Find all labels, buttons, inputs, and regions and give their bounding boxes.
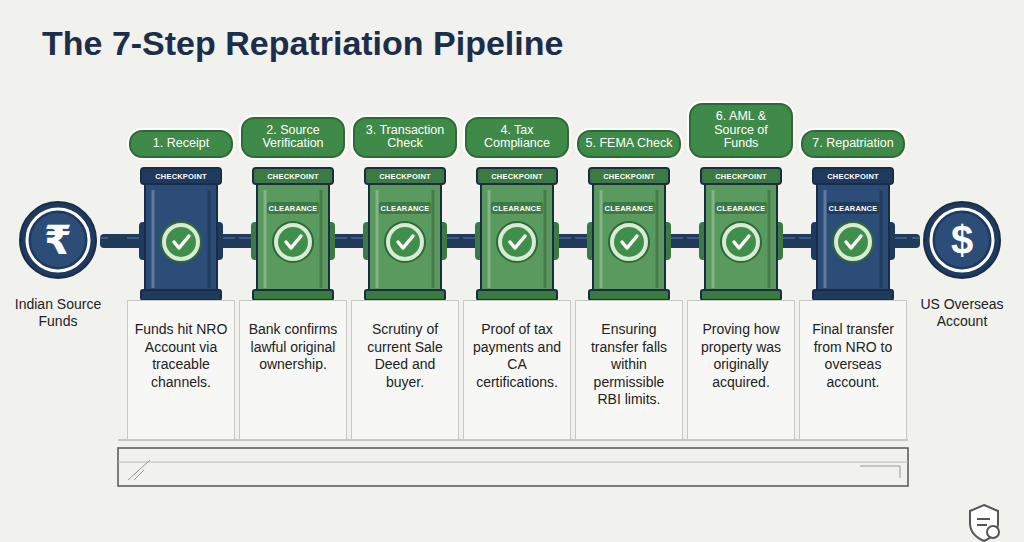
valve-label: CHECKPOINT — [155, 172, 207, 181]
valve — [363, 168, 447, 300]
step-pill: 5. FEMA Check — [577, 130, 681, 158]
endpoint-label: Indian Source Funds — [8, 296, 108, 330]
diagram-title: The 7-Step Repatriation Pipeline — [42, 24, 563, 63]
base-rail — [118, 448, 908, 486]
blueprint-mark — [128, 460, 150, 480]
pipe-connector — [235, 234, 239, 248]
pipe-connector — [907, 234, 912, 248]
pipeline-step: 1. ReceiptFunds hit NRO Account via trac… — [127, 120, 235, 440]
step-pill: 3. Transaction Check — [353, 117, 457, 159]
currency-symbol: $ — [912, 212, 1012, 268]
pipeline-step: 3. Transaction CheckScrutiny of current … — [351, 120, 459, 440]
base-line — [118, 462, 908, 463]
endpoint-label: US Overseas Account — [912, 296, 1012, 330]
pipeline-step: 5. FEMA CheckEnsuring transfer falls wit… — [575, 120, 683, 440]
step-pill: 6. AML & Source of Funds — [689, 103, 793, 158]
shield-icon — [970, 505, 999, 541]
step-description: Final transfer from NRO to overseas acco… — [799, 300, 907, 440]
pipe-connector — [459, 234, 463, 248]
endpoint-circle: $ US Overseas Account — [912, 200, 1012, 340]
pipeline-step: 2. Source VerificationBank confirms lawf… — [239, 120, 347, 440]
valve-label: CLEARANCE — [717, 204, 766, 213]
pipe-connector — [108, 234, 127, 248]
valve — [251, 168, 335, 300]
step-description: Proving how property was originally acqu… — [687, 300, 795, 440]
valve — [811, 168, 895, 300]
valve — [475, 168, 559, 300]
step-description: Scrutiny of current Sale Deed and buyer. — [351, 300, 459, 440]
endpoint-circle: ₹ Indian Source Funds — [8, 200, 108, 340]
valve-label: CHECKPOINT — [827, 172, 879, 181]
pipe-connector — [795, 234, 799, 248]
valve-label: CHECKPOINT — [715, 172, 767, 181]
pipe-connector — [683, 234, 687, 248]
valve-label: CHECKPOINT — [603, 172, 655, 181]
valve-label: CHECKPOINT — [491, 172, 543, 181]
pipeline-step: 7. RepatriationFinal transfer from NRO t… — [799, 120, 907, 440]
valve-label: CLEARANCE — [269, 204, 318, 213]
valve — [699, 168, 783, 300]
valve — [587, 168, 671, 300]
step-pill: 7. Repatriation — [801, 130, 905, 158]
pipe-connector — [571, 234, 575, 248]
step-description: Ensuring transfer falls within permissib… — [575, 300, 683, 440]
valve-label: CLEARANCE — [493, 204, 542, 213]
blueprint-mark — [860, 466, 900, 478]
step-description: Funds hit NRO Account via traceable chan… — [127, 300, 235, 440]
pipeline-step: 6. AML & Source of FundsProving how prop… — [687, 120, 795, 440]
valve-label: CHECKPOINT — [379, 172, 431, 181]
valve-label: CLEARANCE — [605, 204, 654, 213]
valve-label: CHECKPOINT — [267, 172, 319, 181]
step-pill: 1. Receipt — [129, 130, 233, 158]
step-pill: 2. Source Verification — [241, 117, 345, 159]
step-description: Proof of tax payments and CA certificati… — [463, 300, 571, 440]
valve-label: CLEARANCE — [829, 204, 878, 213]
valve-label: CLEARANCE — [381, 204, 430, 213]
currency-symbol: ₹ — [8, 212, 108, 268]
step-pill: 4. Tax Compliance — [465, 117, 569, 159]
step-description: Bank confirms lawful original ownership. — [239, 300, 347, 440]
valve — [139, 168, 223, 300]
pipe-connector — [347, 234, 351, 248]
pipeline-step: 4. Tax ComplianceProof of tax payments a… — [463, 120, 571, 440]
